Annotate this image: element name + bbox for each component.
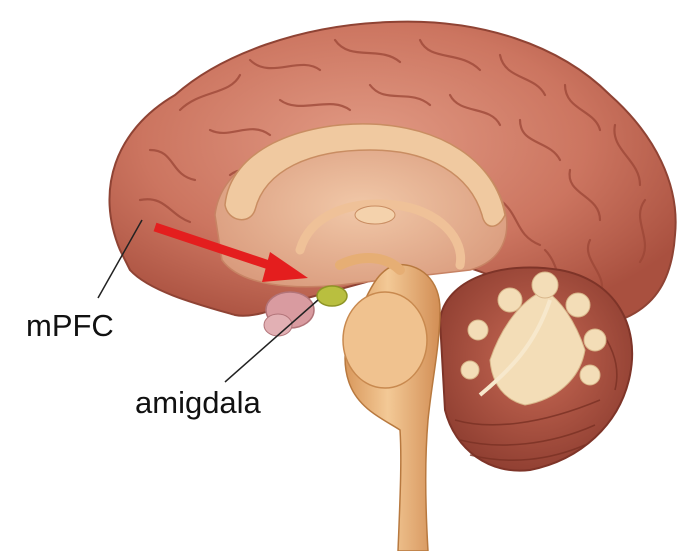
mpfc-label: mPFC <box>26 308 114 344</box>
amygdala-label: amigdala <box>135 385 261 421</box>
amygdala-shape <box>317 286 347 306</box>
thalamus-highlight <box>355 206 395 224</box>
temporal-bulb-small <box>264 314 292 336</box>
pons <box>343 292 427 388</box>
